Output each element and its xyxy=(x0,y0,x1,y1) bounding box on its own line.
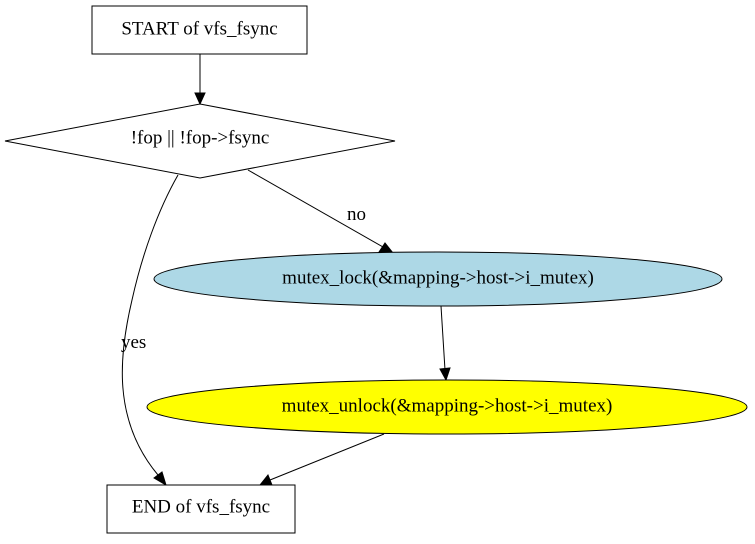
edge-check-to-lock: no xyxy=(247,169,395,254)
node-start: START of vfs_fsync xyxy=(91,5,308,55)
lock-ellipse xyxy=(153,251,723,307)
edge-label-no: no xyxy=(347,204,366,225)
node-lock-label: mutex_lock(&mapping->host->i_mutex) xyxy=(282,267,594,288)
edge-lock-to-unlock xyxy=(439,305,451,382)
end-box xyxy=(106,484,296,534)
node-unlock-label: mutex_unlock(&mapping->host->i_mutex) xyxy=(282,395,613,416)
edge-unlock-to-end xyxy=(258,433,385,486)
node-unlock: mutex_unlock(&mapping->host->i_mutex) xyxy=(146,379,748,435)
unlock-ellipse xyxy=(146,379,748,435)
node-end-label: END of vfs_fsync xyxy=(132,496,270,517)
decision-diamond xyxy=(4,103,396,179)
edge-label-yes: yes xyxy=(121,332,146,353)
start-box xyxy=(91,5,308,55)
node-start-label: START of vfs_fsync xyxy=(121,18,277,39)
edge-check-to-end: yes xyxy=(121,174,179,487)
node-end: END of vfs_fsync xyxy=(106,484,296,534)
node-lock: mutex_lock(&mapping->host->i_mutex) xyxy=(153,251,723,307)
node-check-label: !fop || !fop->fsync xyxy=(131,127,270,148)
edge-start-to-check xyxy=(194,54,206,106)
node-check: !fop || !fop->fsync xyxy=(4,103,396,179)
